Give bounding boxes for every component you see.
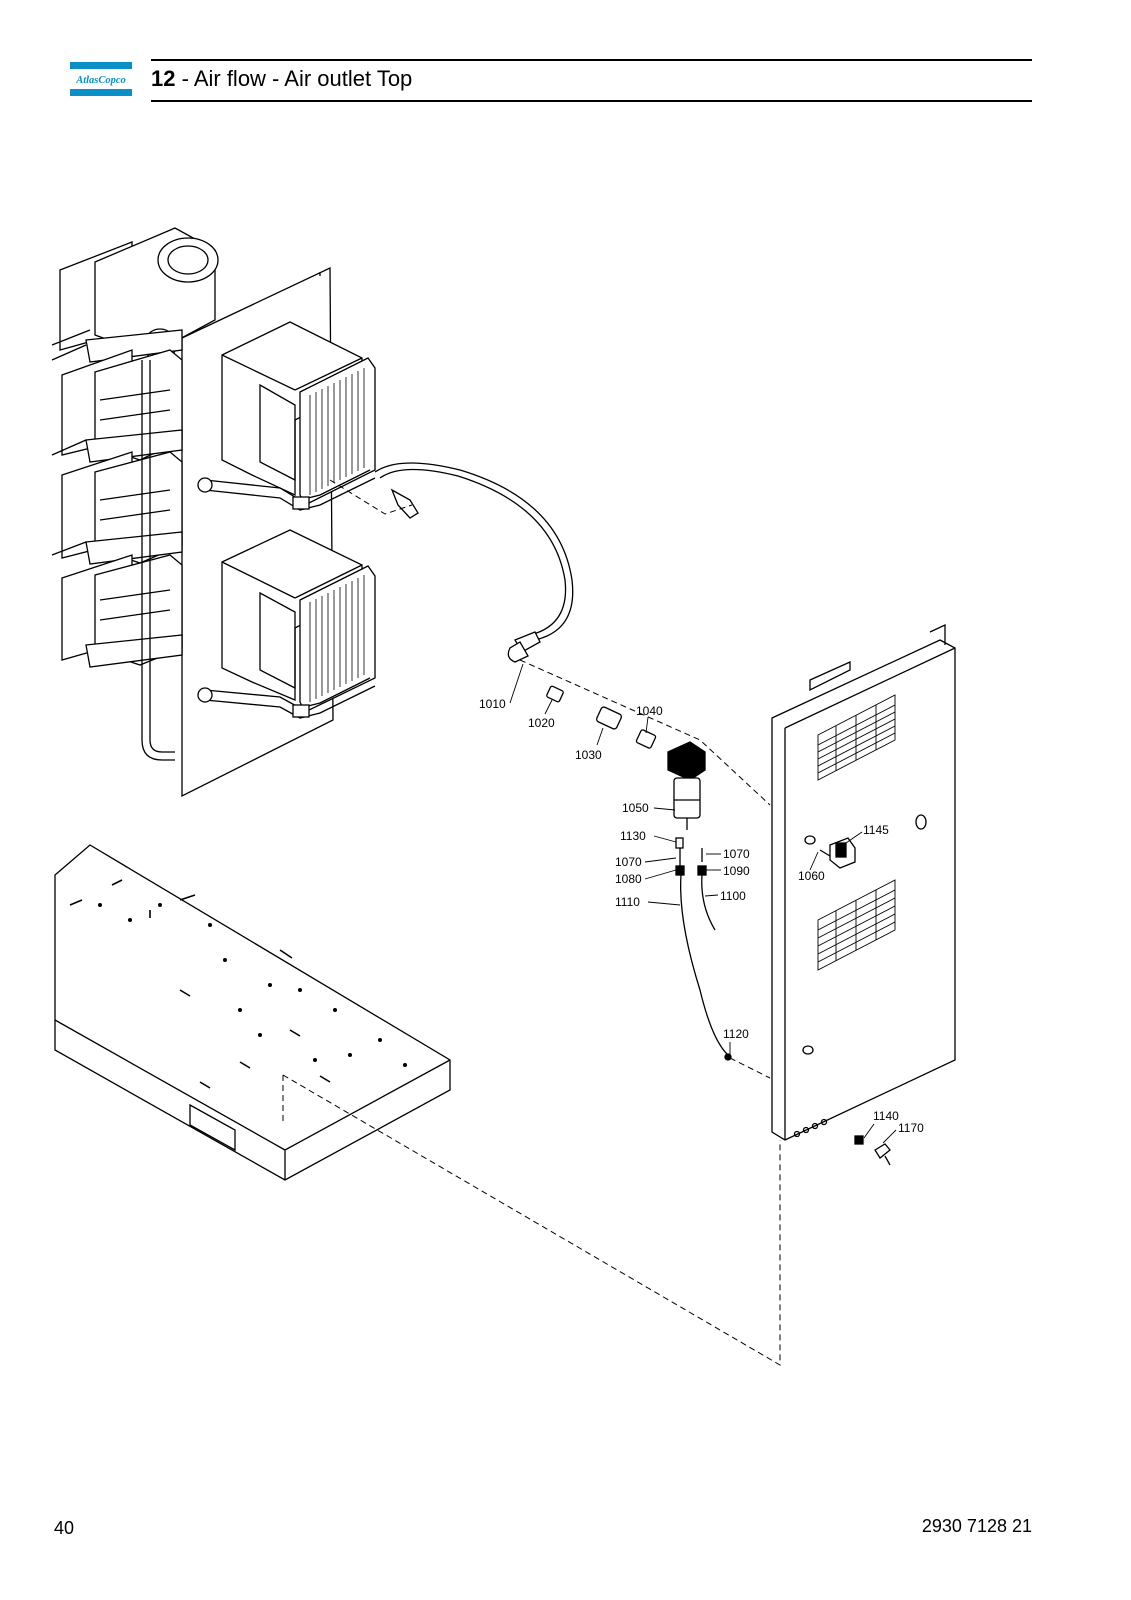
- lower-cooler: [197, 529, 376, 719]
- section-title: - Air flow - Air outlet Top: [175, 66, 413, 91]
- ball-valve: [829, 837, 856, 869]
- title-rule-bottom: [151, 100, 1032, 102]
- outlet-hose: [374, 462, 574, 663]
- callout-1170: 1170: [898, 1121, 924, 1135]
- callout-1140: 1140: [873, 1109, 899, 1123]
- callout-1050: 1050: [622, 801, 649, 815]
- callout-1145: 1145: [863, 823, 889, 837]
- callout-1060: 1060: [798, 869, 825, 883]
- callout-1070-left: 1070: [615, 855, 642, 869]
- callout-1090: 1090: [723, 864, 750, 878]
- page-number: 40: [54, 1518, 75, 1538]
- upper-cooler: [197, 321, 376, 511]
- callout-1010: 1010: [479, 697, 506, 711]
- callout-1130: 1130: [620, 829, 646, 843]
- fitting-1030: [595, 706, 623, 730]
- fitting-1020: [546, 685, 564, 703]
- callout-1080: 1080: [615, 872, 642, 886]
- callout-1040: 1040: [636, 704, 663, 718]
- compressor-stage-2: [61, 349, 183, 463]
- section-number: 12: [151, 66, 176, 91]
- title-rule-top: [151, 59, 1032, 61]
- compressor-stack-assembly: [51, 227, 334, 798]
- compressor-stage-3: [61, 451, 183, 565]
- base-frame: [54, 844, 451, 1181]
- compressor-stage-1: [59, 227, 219, 363]
- logo-wordmark: AtlasCopco: [75, 75, 126, 86]
- drain-lines: [675, 837, 771, 1079]
- atlas-copco-logo: AtlasCopco: [70, 62, 132, 96]
- drain-fittings: [854, 1135, 891, 1166]
- compressor-stage-4: [61, 554, 183, 668]
- fitting-1040: [635, 729, 657, 749]
- air-filter: [667, 741, 706, 830]
- callouts: 1010 1020 1030 1040 1050 1130 1070 1070 …: [479, 697, 924, 1135]
- callout-1110: 1110: [615, 895, 640, 909]
- callout-1120: 1120: [723, 1027, 749, 1041]
- callout-1100: 1100: [720, 889, 746, 903]
- document-number: 2930 7128 21: [921, 1516, 1032, 1536]
- callout-1070-right: 1070: [723, 847, 750, 861]
- callout-1030: 1030: [575, 748, 602, 762]
- door-panel: [771, 623, 956, 1141]
- page-title: 12 - Air flow - Air outlet Top: [151, 64, 412, 94]
- callout-1020: 1020: [528, 716, 555, 730]
